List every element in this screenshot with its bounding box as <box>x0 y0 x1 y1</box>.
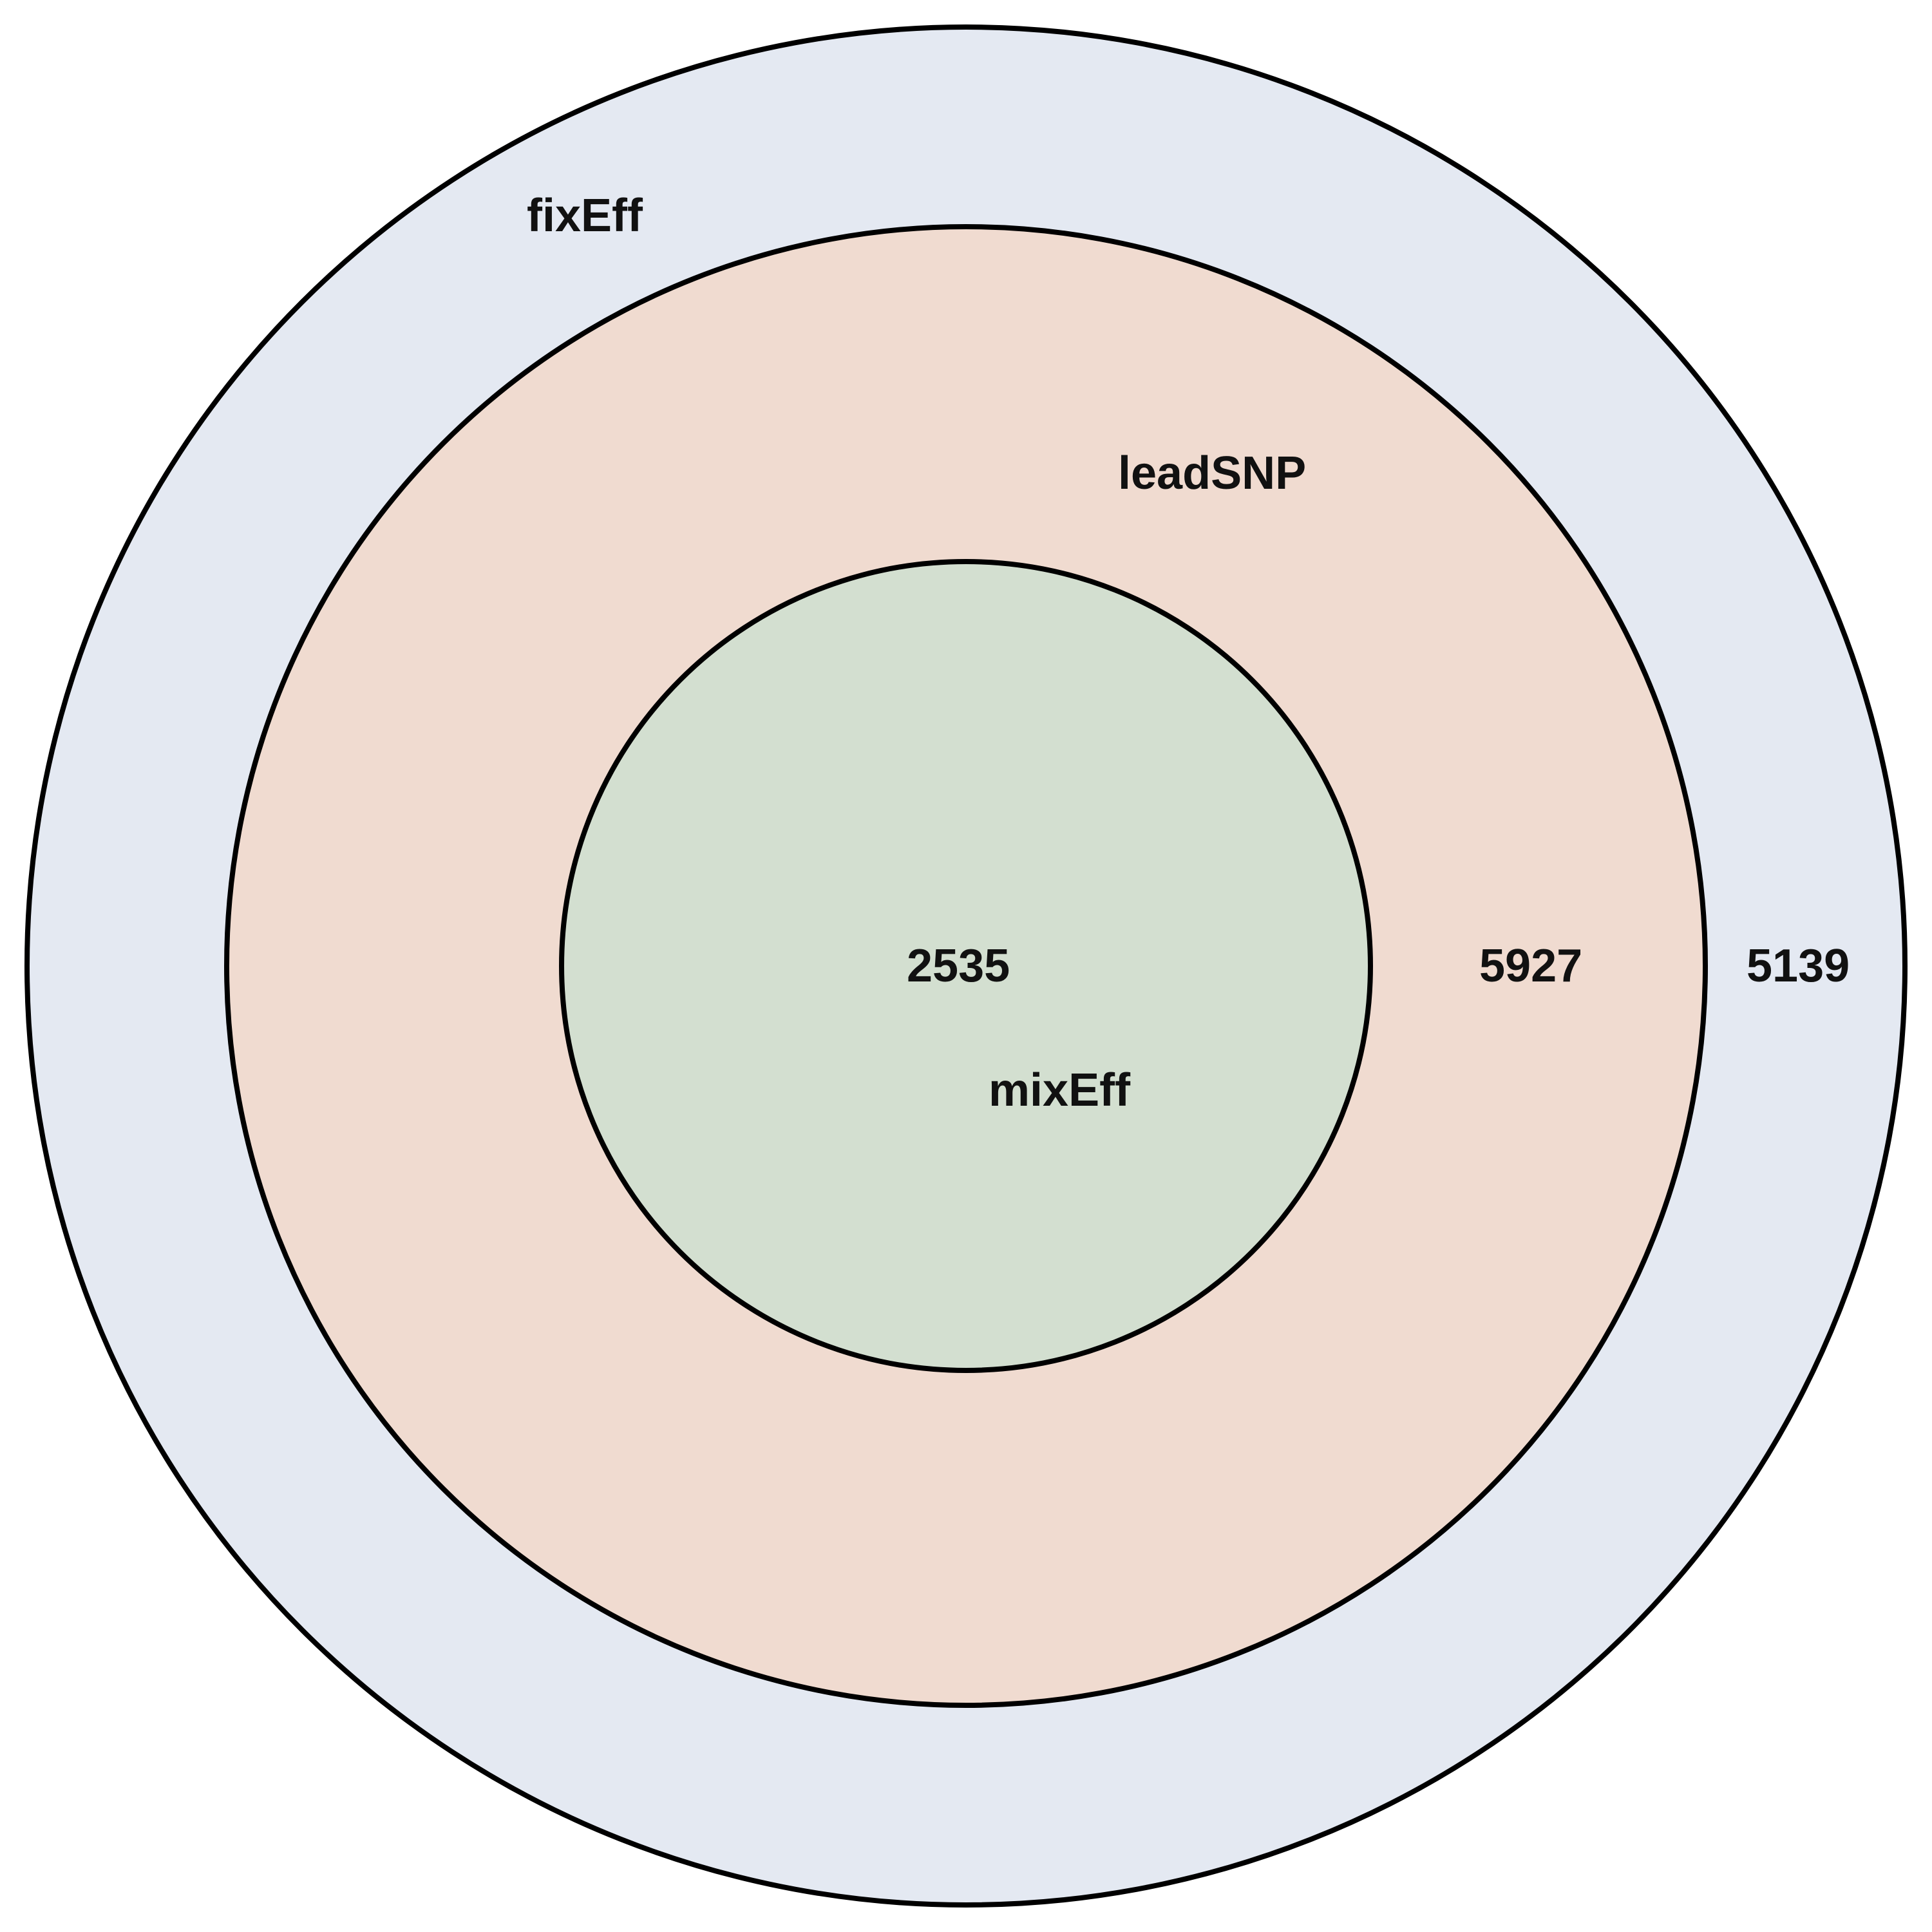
set-mixeff <box>559 559 1373 1373</box>
leadsnp-only-count: 5927 <box>1479 940 1582 992</box>
fixeff-label: fixEff <box>527 190 643 242</box>
mixeff-label: mixEff <box>989 1065 1131 1116</box>
fixeff-only-count: 5139 <box>1747 940 1850 992</box>
mixeff-circle <box>559 559 1373 1373</box>
leadsnp-label: leadSNP <box>1118 448 1306 499</box>
mixeff-count: 2535 <box>907 940 1010 992</box>
